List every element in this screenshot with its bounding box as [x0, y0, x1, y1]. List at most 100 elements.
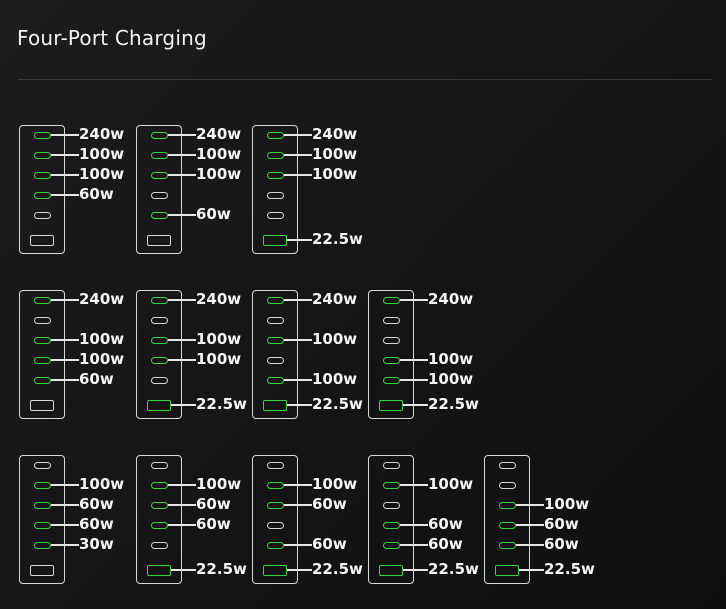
leader-line: [50, 484, 79, 486]
usb-c-port-active: [150, 211, 168, 219]
usb-c-port-active: [382, 376, 400, 384]
power-label: 100w: [312, 330, 358, 348]
leader-line: [399, 379, 428, 381]
usb-c-port-active: [33, 336, 51, 344]
usb-c-port: [498, 461, 516, 469]
leader-line: [283, 379, 312, 381]
usb-c-port: [266, 461, 284, 469]
usb-c-port: [266, 316, 284, 324]
leader-line: [50, 339, 79, 341]
leader-line: [167, 214, 196, 216]
usb-c-port-active: [266, 131, 284, 139]
usb-c-port-active: [33, 191, 51, 199]
charger-2: [136, 125, 182, 254]
usb-c-port: [150, 191, 168, 199]
usb-a-port-active: [379, 399, 403, 411]
power-label: 22.5w: [428, 395, 479, 413]
power-label: 60w: [428, 535, 463, 553]
usb-c-port-active: [150, 521, 168, 529]
leader-line: [50, 194, 79, 196]
power-label: 240w: [196, 125, 242, 143]
power-label: 60w: [428, 515, 463, 533]
usb-a-port: [30, 234, 54, 246]
power-label: 60w: [312, 535, 347, 553]
usb-a-port: [30, 399, 54, 411]
usb-c-port-active: [33, 521, 51, 529]
leader-line: [399, 544, 428, 546]
power-label: 100w: [312, 165, 358, 183]
power-label: 100w: [312, 370, 358, 388]
usb-c-port: [382, 461, 400, 469]
usb-c-port-active: [266, 376, 284, 384]
power-label: 240w: [428, 290, 474, 308]
usb-c-port-active: [33, 151, 51, 159]
leader-line: [50, 524, 79, 526]
power-label: 22.5w: [196, 560, 247, 578]
usb-a-port-active: [263, 234, 287, 246]
charger-5: [136, 290, 182, 419]
power-label: 22.5w: [312, 560, 363, 578]
charger-10: [252, 455, 298, 584]
usb-c-port: [382, 316, 400, 324]
power-label: 60w: [196, 495, 231, 513]
power-label: 60w: [312, 495, 347, 513]
charger-9: [136, 455, 182, 584]
usb-a-port-active: [263, 564, 287, 576]
usb-c-port-active: [498, 541, 516, 549]
leader-line: [283, 339, 312, 341]
leader-line: [519, 569, 544, 571]
title-divider: [18, 79, 712, 80]
usb-a-port-active: [147, 399, 171, 411]
usb-c-port-active: [266, 541, 284, 549]
leader-line: [403, 404, 428, 406]
power-label: 100w: [79, 145, 125, 163]
usb-c-port-active: [266, 151, 284, 159]
leader-line: [50, 154, 79, 156]
power-label: 22.5w: [428, 560, 479, 578]
leader-line: [50, 359, 79, 361]
usb-c-port-active: [150, 171, 168, 179]
usb-c-port-active: [150, 481, 168, 489]
power-label: 240w: [79, 125, 125, 143]
leader-line: [287, 404, 312, 406]
leader-line: [283, 504, 312, 506]
leader-line: [283, 134, 312, 136]
leader-line: [515, 504, 544, 506]
power-label: 60w: [196, 205, 231, 223]
usb-c-port: [150, 461, 168, 469]
leader-line: [399, 299, 428, 301]
power-label: 60w: [196, 515, 231, 533]
usb-a-port-active: [495, 564, 519, 576]
usb-c-port: [150, 541, 168, 549]
usb-c-port-active: [150, 356, 168, 364]
leader-line: [167, 484, 196, 486]
power-label: 240w: [312, 290, 358, 308]
power-label: 100w: [79, 165, 125, 183]
power-label: 60w: [79, 515, 114, 533]
leader-line: [515, 524, 544, 526]
usb-c-port: [33, 211, 51, 219]
leader-line: [515, 544, 544, 546]
charger-4: [19, 290, 65, 419]
usb-c-port: [150, 316, 168, 324]
charger-8: [19, 455, 65, 584]
usb-c-port: [266, 191, 284, 199]
usb-c-port: [33, 461, 51, 469]
usb-c-port-active: [33, 356, 51, 364]
power-label: 100w: [196, 145, 242, 163]
usb-c-port-active: [150, 501, 168, 509]
power-label: 22.5w: [312, 230, 363, 248]
power-label: 60w: [79, 495, 114, 513]
leader-line: [287, 239, 312, 241]
power-label: 100w: [196, 165, 242, 183]
usb-a-port-active: [147, 564, 171, 576]
leader-line: [50, 299, 79, 301]
power-label: 100w: [428, 475, 474, 493]
usb-c-port-active: [33, 376, 51, 384]
usb-c-port-active: [33, 131, 51, 139]
usb-c-port-active: [33, 541, 51, 549]
usb-c-port-active: [498, 521, 516, 529]
usb-c-port-active: [382, 296, 400, 304]
power-label: 100w: [79, 350, 125, 368]
usb-c-port-active: [150, 296, 168, 304]
